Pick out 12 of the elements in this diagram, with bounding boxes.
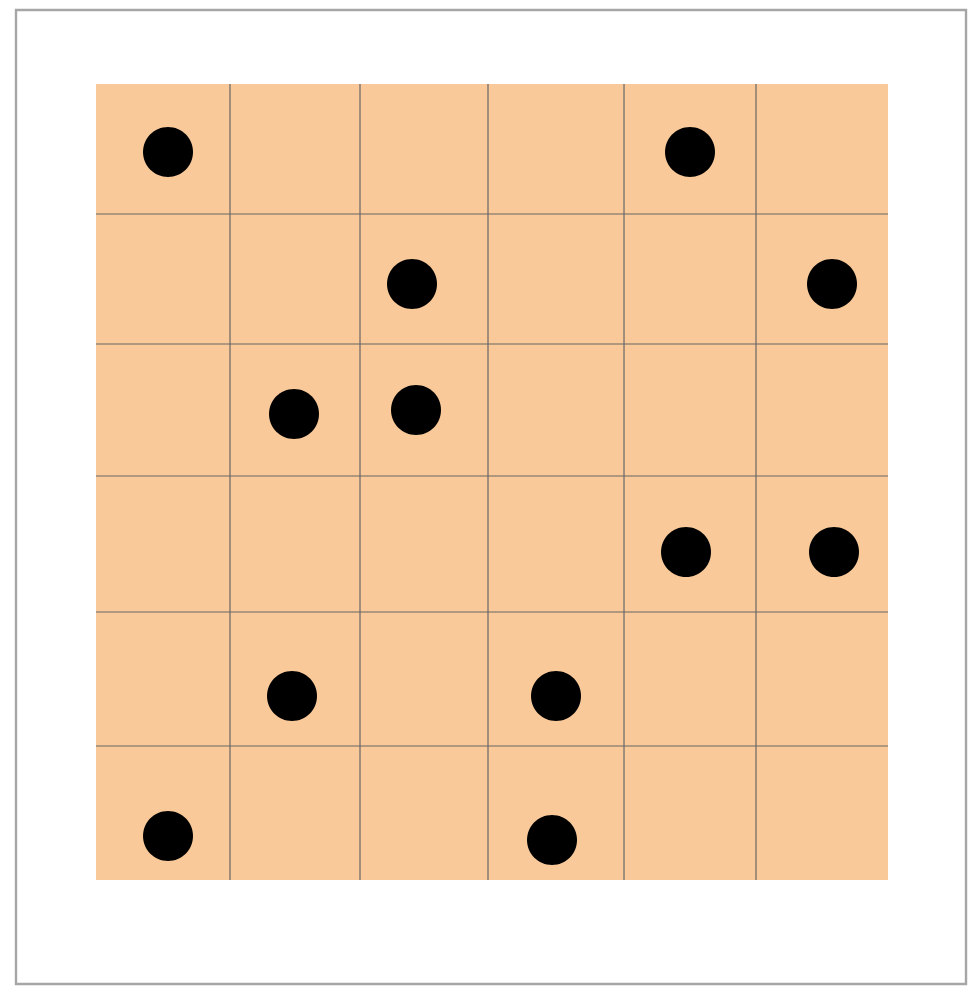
dot <box>809 527 859 577</box>
dot <box>661 527 711 577</box>
dot <box>269 389 319 439</box>
dot <box>527 815 577 865</box>
dot <box>267 671 317 721</box>
dot <box>387 259 437 309</box>
dot <box>531 671 581 721</box>
dot <box>665 127 715 177</box>
dot <box>807 259 857 309</box>
dot <box>391 385 441 435</box>
dot <box>143 127 193 177</box>
dot <box>143 811 193 861</box>
